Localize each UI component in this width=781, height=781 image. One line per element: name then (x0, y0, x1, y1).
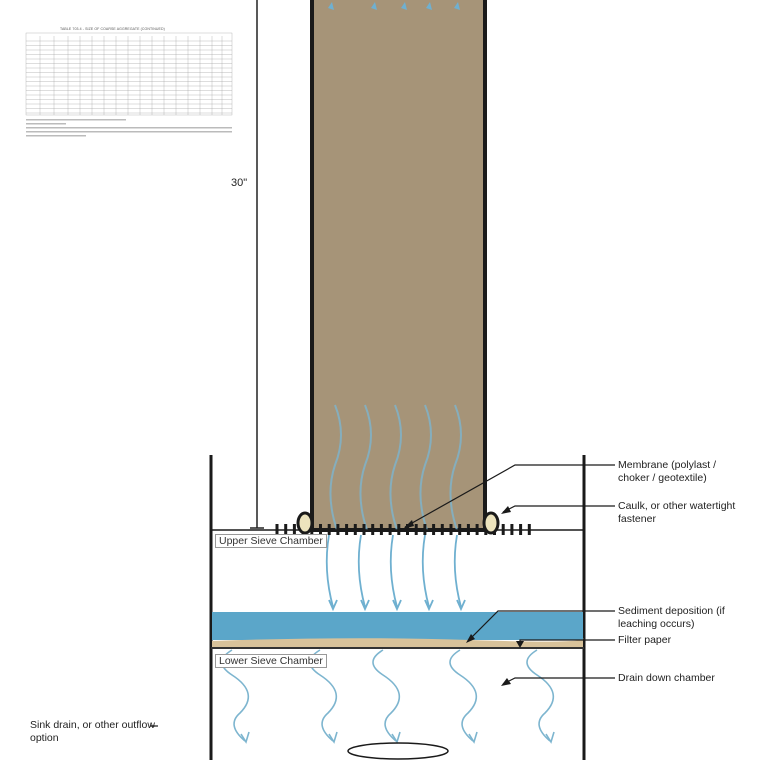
flow-line (357, 534, 366, 608)
lower-chamber-label: Lower Sieve Chamber (215, 654, 327, 668)
table-footnotes (26, 119, 232, 137)
flow-arrowhead (328, 2, 334, 10)
dimension-label: 30" (231, 177, 248, 189)
drip-line (449, 649, 478, 742)
flow-arrowhead (426, 2, 432, 10)
flow-arrows-top (328, 2, 460, 10)
flow-line (389, 534, 398, 608)
flow-line (453, 534, 462, 608)
flow-arrowhead (456, 599, 466, 612)
flow-arrows-upper-chamber (325, 534, 466, 612)
drip-arrowhead (545, 731, 555, 744)
sediment-layer (212, 638, 584, 648)
flow-line (359, 404, 372, 531)
flow-arrowhead (424, 599, 434, 612)
table-title: TABLE 703.4 - SIZE OF COARSE AGGREGATE (… (60, 27, 165, 31)
flow-arrowhead (328, 599, 338, 612)
callout-sediment: Sediment deposition (if leaching occurs) (618, 605, 725, 630)
upper-chamber-label: Upper Sieve Chamber (215, 534, 327, 548)
flow-arrowhead (454, 2, 460, 10)
flow-lines-column (329, 404, 462, 531)
caulk-left (296, 511, 314, 535)
flow-arrowhead (360, 599, 370, 612)
caulk-right (482, 511, 500, 535)
flow-line (329, 404, 342, 531)
water-layer (212, 612, 583, 640)
flow-line (449, 404, 462, 531)
flow-arrowhead (392, 599, 402, 612)
flow-line (419, 404, 432, 531)
flow-line (325, 534, 334, 608)
drip-arrowhead (391, 731, 401, 744)
drip-arrowhead (328, 731, 338, 744)
callout-arrowheads (403, 506, 524, 686)
table-thumbnail (25, 32, 233, 116)
callout-sink-drain: Sink drain, or other outflow option (30, 719, 155, 744)
drip-line (372, 649, 401, 742)
callout-membrane: Membrane (polylast / choker / geotextile… (618, 459, 717, 484)
callout-filter-paper: Filter paper (618, 634, 672, 646)
drip-arrowhead (468, 731, 478, 744)
flow-arrowhead (401, 2, 407, 10)
flow-arrowhead (371, 2, 377, 10)
flow-line (389, 404, 402, 531)
callout-caulk: Caulk, or other watertight fastener (618, 500, 736, 525)
sink-drain (347, 742, 449, 760)
flow-line (421, 534, 430, 608)
drip-line (526, 649, 555, 742)
callout-drain-chamber: Drain down chamber (618, 672, 715, 684)
drip-arrowhead (240, 731, 250, 744)
